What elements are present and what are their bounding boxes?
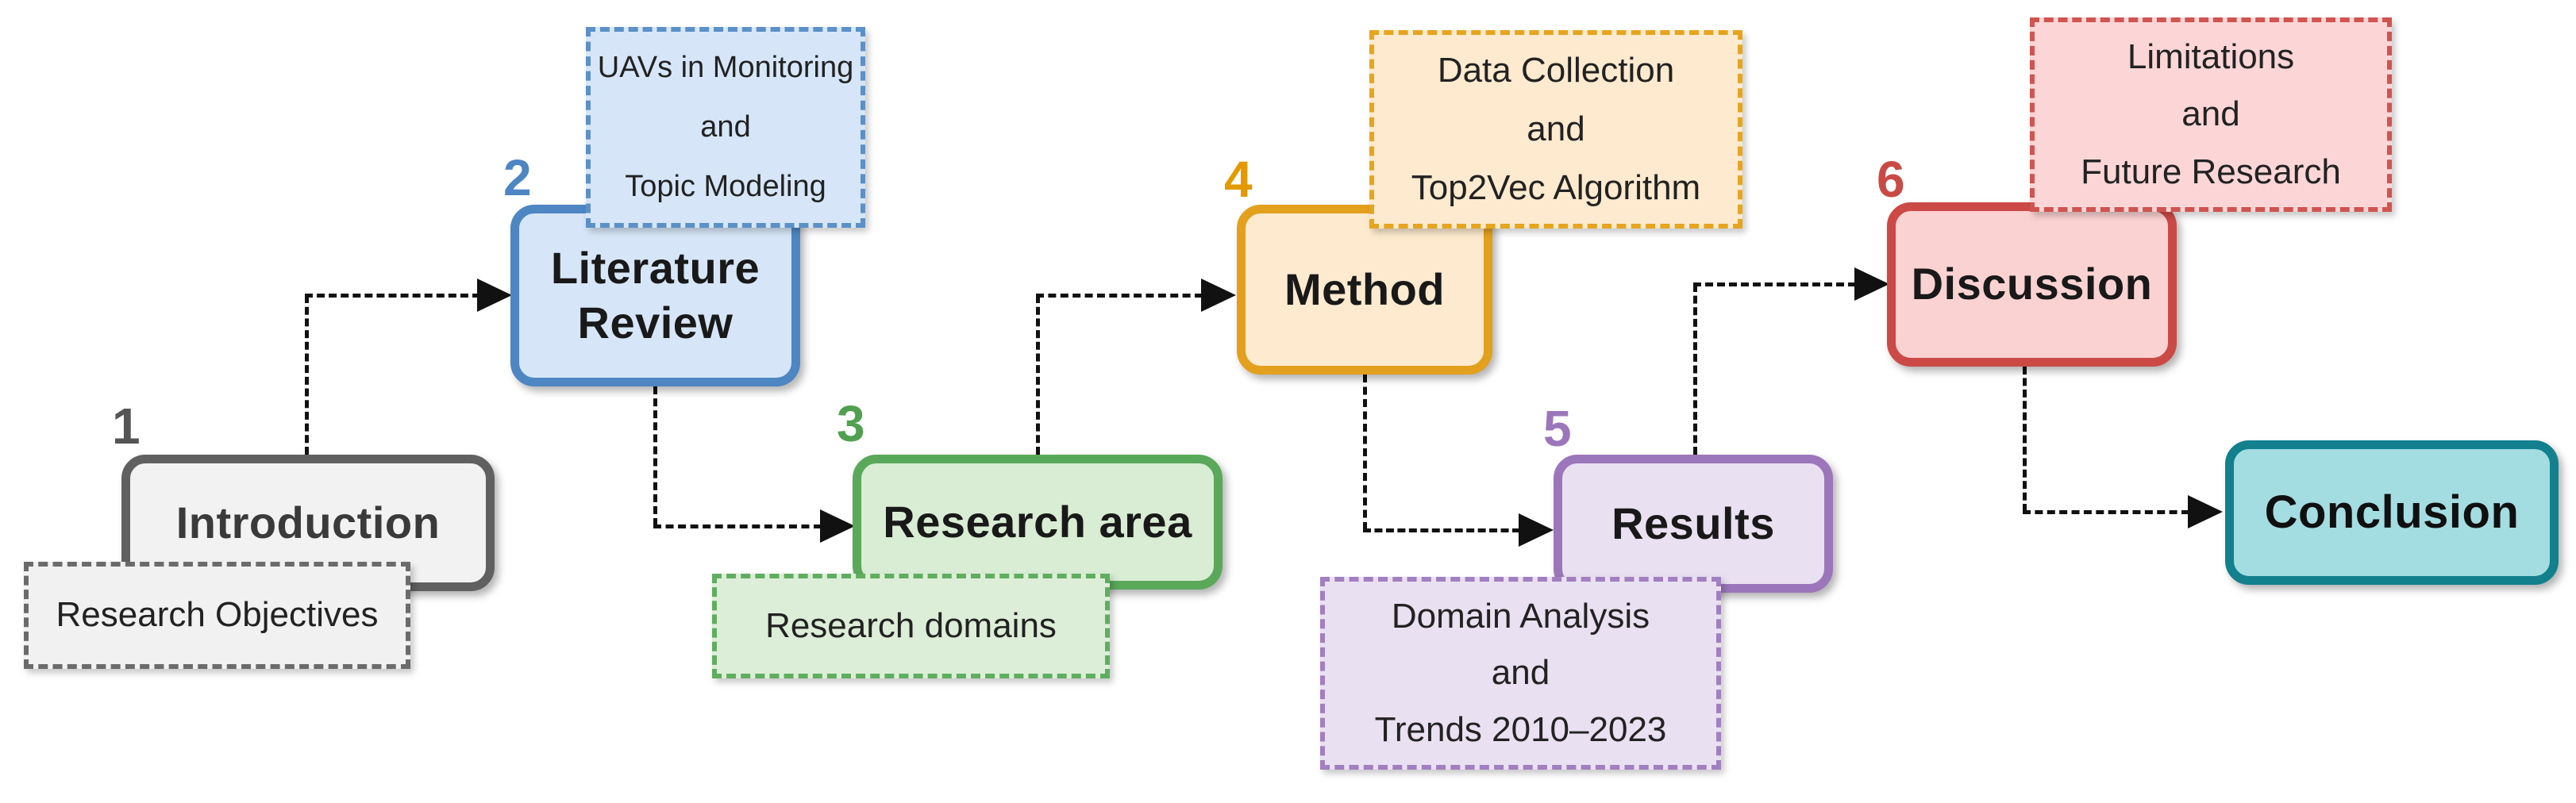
discussion-label: Discussion bbox=[1911, 259, 2153, 309]
connector-researcharea-to-method-horizontal bbox=[1036, 294, 1203, 298]
uavs-topic-modeling-box: UAVs in Monitoring and Topic Modeling bbox=[586, 27, 865, 228]
step-number-4: 4 bbox=[1224, 151, 1253, 208]
connector-researcharea-to-method-vertical bbox=[1036, 295, 1040, 455]
connector-method-to-results-horizontal bbox=[1363, 528, 1520, 532]
step-number-6: 6 bbox=[1877, 151, 1905, 208]
data-collection-top2vec-box: Data Collection and Top2Vec Algorithm bbox=[1369, 30, 1742, 229]
results-label: Results bbox=[1611, 498, 1775, 548]
connector-method-to-results-vertical bbox=[1363, 375, 1367, 530]
step-number-2: 2 bbox=[503, 149, 532, 206]
uavs-line-3: Topic Modeling bbox=[625, 169, 826, 203]
connector-discussion-to-conclusion-horizontal bbox=[2023, 510, 2189, 514]
research-domains-box: Research domains bbox=[712, 574, 1110, 678]
arrowhead-to-conclusion bbox=[2188, 495, 2223, 528]
data-collection-line-1: Data Collection bbox=[1437, 50, 1675, 90]
data-collection-line-3: Top2Vec Algorithm bbox=[1411, 167, 1701, 207]
step-number-3: 3 bbox=[837, 395, 865, 452]
research-objectives-label: Research Objectives bbox=[56, 595, 379, 635]
arrowhead-to-discussion bbox=[1854, 267, 1889, 301]
data-collection-line-2: and bbox=[1527, 109, 1585, 148]
discussion-box: Discussion bbox=[1887, 202, 2177, 367]
domain-analysis-line-1: Domain Analysis bbox=[1391, 596, 1650, 636]
research-objectives-box: Research Objectives bbox=[24, 562, 410, 669]
domain-analysis-line-3: Trends 2010–2023 bbox=[1374, 709, 1667, 749]
arrowhead-to-results bbox=[1519, 513, 1554, 547]
uavs-line-1: UAVs in Monitoring bbox=[597, 50, 854, 84]
uavs-line-2: and bbox=[700, 110, 751, 144]
introduction-label: Introduction bbox=[175, 497, 441, 548]
limitations-future-research-box: Limitations and Future Research bbox=[2030, 17, 2392, 212]
research-area-label: Research area bbox=[883, 496, 1192, 547]
method-box: Method bbox=[1237, 205, 1492, 375]
limitations-line-3: Future Research bbox=[2081, 152, 2341, 191]
domain-analysis-trends-box: Domain Analysis and Trends 2010–2023 bbox=[1320, 577, 1721, 770]
literature-review-box: Literature Review bbox=[510, 205, 800, 386]
research-area-box: Research area bbox=[853, 455, 1223, 590]
connector-results-to-discussion-horizontal bbox=[1693, 282, 1856, 286]
connector-intro-to-litreview-horizontal bbox=[305, 294, 480, 298]
conclusion-box: Conclusion bbox=[2225, 440, 2559, 585]
connector-discussion-to-conclusion-vertical bbox=[2023, 367, 2027, 512]
limitations-line-2: and bbox=[2181, 94, 2240, 134]
domain-analysis-line-2: and bbox=[1491, 653, 1550, 693]
limitations-line-1: Limitations bbox=[2127, 36, 2295, 76]
arrowhead-to-literature-review bbox=[477, 279, 512, 312]
arrowhead-to-research-area bbox=[820, 509, 855, 543]
step-number-5: 5 bbox=[1543, 400, 1572, 457]
connector-results-to-discussion-vertical bbox=[1693, 284, 1697, 455]
method-label: Method bbox=[1284, 263, 1446, 314]
connector-litreview-to-researcharea-horizontal bbox=[653, 524, 822, 528]
research-domains-label: Research domains bbox=[765, 605, 1057, 645]
connector-intro-to-litreview-vertical bbox=[305, 295, 309, 455]
literature-review-label: Literature Review bbox=[550, 243, 760, 348]
connector-litreview-to-researcharea-vertical bbox=[653, 386, 657, 526]
step-number-1: 1 bbox=[112, 398, 141, 455]
results-box: Results bbox=[1554, 455, 1833, 593]
conclusion-label: Conclusion bbox=[2264, 486, 2520, 538]
arrowhead-to-method bbox=[1201, 279, 1236, 312]
